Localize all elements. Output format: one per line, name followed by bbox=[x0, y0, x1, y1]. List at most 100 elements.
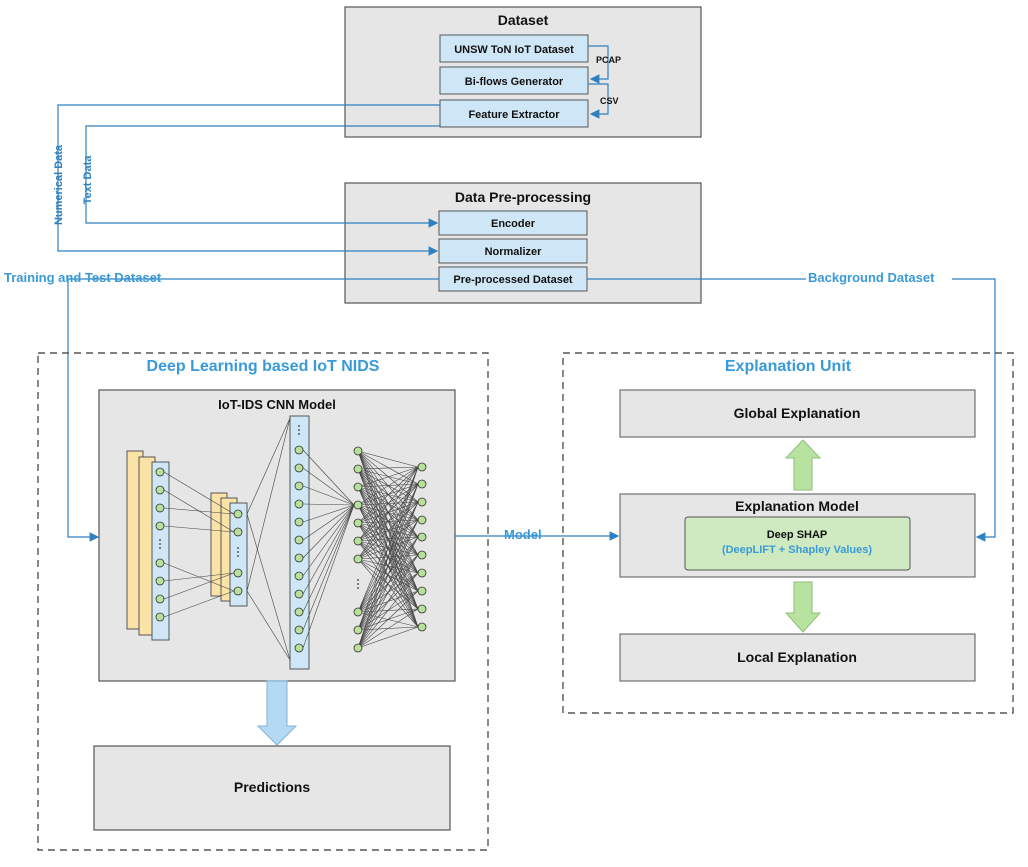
dataset-item-biflows-label: Bi-flows Generator bbox=[465, 76, 564, 88]
cnn-model-title: IoT-IDS CNN Model bbox=[218, 397, 336, 412]
neuron-node bbox=[417, 586, 427, 596]
neuron-node bbox=[233, 509, 243, 519]
dense-link bbox=[302, 449, 355, 506]
dense-link bbox=[302, 504, 355, 559]
pcap-label: PCAP bbox=[596, 55, 621, 65]
fc-link bbox=[357, 466, 419, 524]
conv-link bbox=[163, 489, 235, 533]
neuron-node bbox=[353, 554, 363, 564]
dense-link bbox=[302, 504, 355, 649]
dense-link bbox=[302, 504, 355, 631]
global-explanation-label: Global Explanation bbox=[734, 405, 861, 421]
cnn-network-illustration bbox=[126, 415, 427, 670]
dense-link bbox=[302, 504, 355, 541]
dataset-title: Dataset bbox=[498, 12, 549, 28]
neuron-node bbox=[353, 536, 363, 546]
neuron-node bbox=[353, 518, 363, 528]
conv-link bbox=[163, 525, 235, 533]
neuron-node bbox=[353, 446, 363, 456]
conv-link bbox=[163, 471, 235, 515]
neuron-node bbox=[417, 568, 427, 578]
fc-link bbox=[357, 468, 419, 485]
neuron-node bbox=[294, 571, 304, 581]
ellipsis-dot bbox=[298, 433, 300, 435]
ellipsis-dot bbox=[159, 539, 161, 541]
neuron-node bbox=[417, 479, 427, 489]
ellipsis-dot bbox=[159, 547, 161, 549]
csv-label: CSV bbox=[600, 96, 619, 106]
neuron-node bbox=[233, 527, 243, 537]
neuron-node bbox=[417, 622, 427, 632]
fc-link bbox=[357, 572, 419, 649]
conv-dense-link bbox=[246, 513, 291, 661]
neuron-node bbox=[155, 612, 165, 622]
fc-link bbox=[357, 519, 419, 649]
fc-link bbox=[357, 466, 419, 542]
feature-map-6 bbox=[229, 502, 248, 607]
pcap-arrow bbox=[588, 45, 609, 84]
neuron-node bbox=[294, 589, 304, 599]
explanation-unit-title: Explanation Unit bbox=[725, 358, 852, 375]
conv-link bbox=[163, 572, 235, 600]
neuron-node bbox=[155, 521, 165, 531]
fc-link bbox=[357, 536, 419, 649]
conv-link bbox=[163, 562, 235, 592]
local-explanation-box bbox=[619, 633, 976, 682]
neuron-node bbox=[155, 485, 165, 495]
neuron-node bbox=[233, 586, 243, 596]
neuron-node bbox=[294, 517, 304, 527]
neuron-node bbox=[155, 503, 165, 513]
ellipsis-dot bbox=[357, 587, 359, 589]
neuron-node bbox=[155, 576, 165, 586]
neuron-node bbox=[417, 497, 427, 507]
neuron-node bbox=[417, 604, 427, 614]
fc-link bbox=[357, 466, 419, 506]
neuron-node bbox=[294, 607, 304, 617]
up-arrow bbox=[784, 439, 822, 491]
preprocessing-title: Data Pre-processing bbox=[455, 189, 591, 205]
neuron-node bbox=[353, 500, 363, 510]
conv-dense-link bbox=[246, 590, 291, 661]
fc-link bbox=[357, 486, 419, 538]
nids-title: Deep Learning based IoT NIDS bbox=[147, 358, 380, 375]
neuron-node bbox=[294, 481, 304, 491]
deep-shap-label: Deep SHAP bbox=[767, 529, 828, 541]
neuron-node bbox=[353, 464, 363, 474]
dense-link bbox=[302, 504, 355, 595]
csv-arrow bbox=[588, 83, 609, 119]
fc-link bbox=[357, 466, 419, 649]
pre-item-dataset bbox=[438, 266, 588, 292]
pre-item-dataset-label: Pre-processed Dataset bbox=[453, 274, 573, 286]
neuron-node bbox=[353, 625, 363, 635]
deep-shap-sublabel: (DeepLIFT + Shapley Values) bbox=[722, 544, 872, 556]
fc-link bbox=[357, 466, 419, 470]
fc-link bbox=[357, 554, 419, 649]
fc-link bbox=[357, 483, 419, 506]
fc-link bbox=[357, 501, 419, 649]
dense-link bbox=[302, 504, 355, 523]
text-data-line bbox=[85, 125, 440, 228]
text-data-label: Text Data bbox=[82, 155, 94, 205]
neuron-node bbox=[233, 568, 243, 578]
predictions-arrow bbox=[256, 680, 298, 746]
dataset-item-unsw-label: UNSW ToN IoT Dataset bbox=[454, 44, 574, 56]
explanation-unit-container bbox=[562, 352, 1014, 714]
fc-link bbox=[357, 466, 419, 613]
pre-item-normalizer-label: Normalizer bbox=[485, 246, 543, 258]
conv-dense-link bbox=[246, 417, 291, 515]
neuron-node bbox=[353, 482, 363, 492]
ellipsis-dot bbox=[298, 425, 300, 427]
neuron-node bbox=[294, 445, 304, 455]
ellipsis-dot bbox=[357, 583, 359, 585]
conv-link bbox=[163, 590, 235, 618]
pre-item-normalizer bbox=[438, 238, 588, 264]
ellipsis-dot bbox=[357, 579, 359, 581]
predictions-label: Predictions bbox=[234, 779, 310, 795]
fc-link bbox=[357, 483, 419, 649]
dataset-item-feature-label: Feature Extractor bbox=[468, 109, 560, 121]
dense-link bbox=[302, 504, 355, 577]
neuron-node bbox=[294, 463, 304, 473]
neuron-node bbox=[294, 643, 304, 653]
neuron-node bbox=[417, 532, 427, 542]
